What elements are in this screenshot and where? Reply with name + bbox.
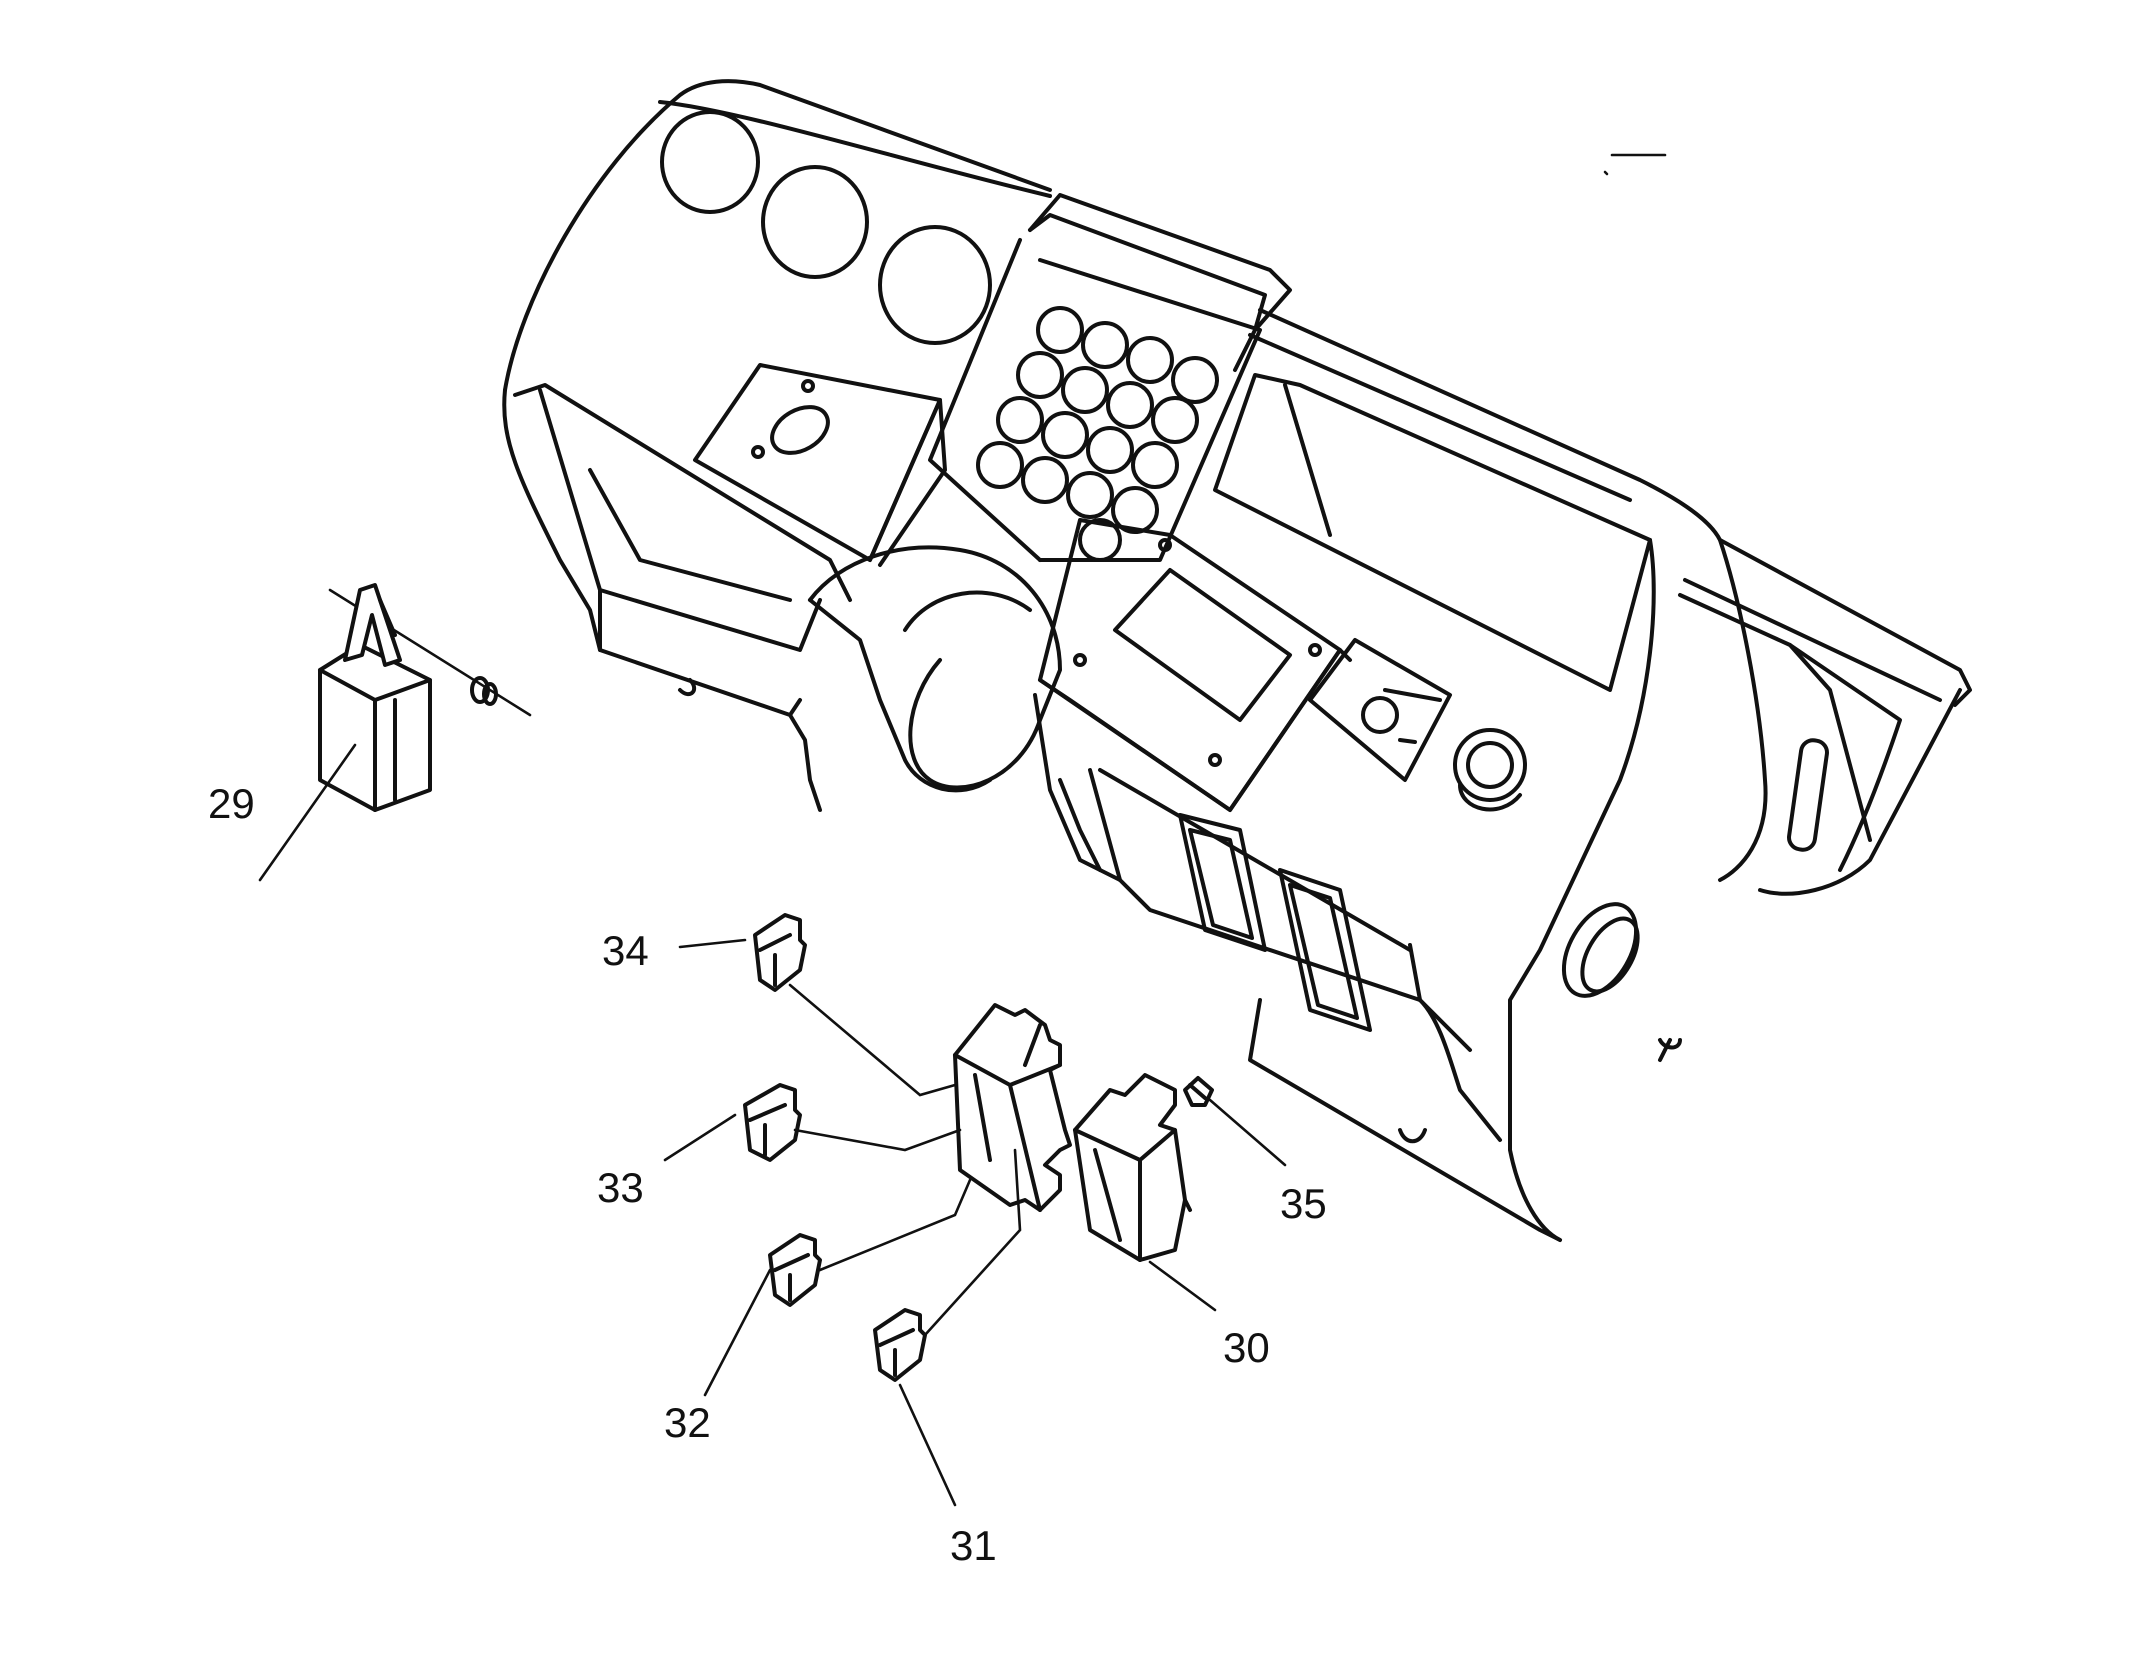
part-33-switch	[663, 1083, 962, 1162]
callout-31: 31	[950, 1522, 997, 1569]
callout-33: 33	[597, 1164, 644, 1211]
callout-35: 35	[1280, 1180, 1327, 1227]
switch-holes	[976, 306, 1219, 562]
part-35-bulb	[1183, 1076, 1287, 1167]
dashboard-console	[502, 79, 1972, 1242]
part-34-switch	[678, 913, 957, 1097]
part-31-switch	[873, 1148, 1022, 1507]
callout-32: 32	[664, 1399, 711, 1446]
callout-29: 29	[208, 780, 255, 827]
switch-mount-bracket	[953, 1003, 1072, 1212]
part-30-bracket	[1073, 1073, 1217, 1312]
callout-34: 34	[602, 927, 649, 974]
callout-30: 30	[1223, 1324, 1270, 1371]
part-29-relay	[258, 583, 532, 882]
part-32-switch	[703, 1178, 972, 1397]
scan-mark	[1603, 170, 1609, 176]
